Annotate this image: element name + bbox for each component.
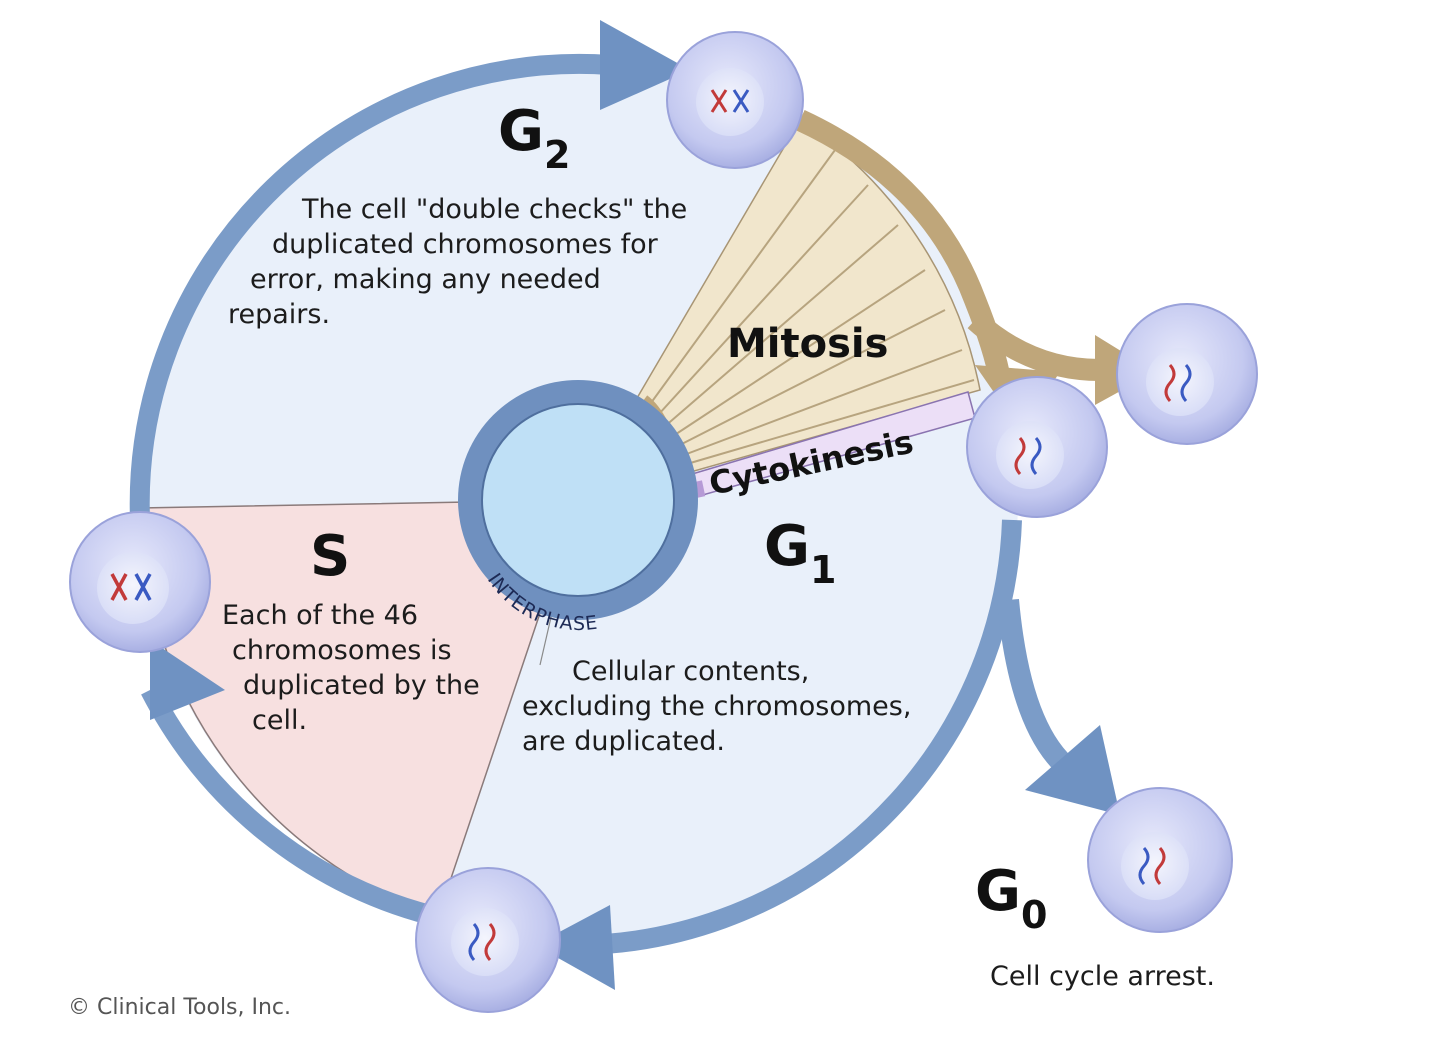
cycle-ring [129,53,1022,956]
mitosis-fan-lines [639,149,975,467]
svg-text:duplicated chromosomes for: duplicated chromosomes for [272,229,659,260]
g0-label: G0 [975,859,1047,937]
svg-text:duplicated by the: duplicated by the [243,670,480,701]
g1-label: G1 [764,514,836,592]
g0-description: Cell cycle arrest. [990,961,1215,992]
cell-daughter-1 [966,376,1108,518]
svg-text:Cellular contents,: Cellular contents, [572,656,809,687]
cell-g0 [1087,787,1233,933]
s-description: Each of the 46 chromosomes is duplicated… [222,600,480,736]
svg-text:Each of the 46: Each of the 46 [222,600,418,631]
interphase-core [481,403,675,597]
g2-label: G2 [498,99,570,177]
cell-daughter-2 [1116,303,1258,445]
svg-text:excluding the chromosomes,: excluding the chromosomes, [522,691,911,722]
g2-description: The cell "double checks" the duplicated … [228,194,687,330]
g1-description: Cellular contents, excluding the chromos… [522,656,911,757]
mitosis-label: Mitosis [727,321,888,367]
svg-text:The cell "double checks" the: The cell "double checks" the [301,194,687,225]
svg-text:error, making any needed: error, making any needed [250,264,601,295]
arrowhead-to-g1-cell [535,905,615,990]
g0-branch-arrow [997,598,1078,779]
cell-g1-bottom [415,867,561,1013]
svg-text:chromosomes is: chromosomes is [232,635,452,666]
arrowhead-to-s-cell [150,640,225,720]
cell-s [69,511,211,653]
svg-text:are duplicated.: are duplicated. [522,726,725,757]
svg-text:repairs.: repairs. [228,299,330,330]
svg-text:cell.: cell. [252,705,307,736]
s-label: S [310,524,350,589]
copyright-credit: © Clinical Tools, Inc. [68,995,291,1020]
arrowhead-to-g0-cell [1025,725,1120,815]
arrowhead-to-g2-cell [600,20,690,110]
cell-g2 [666,31,804,169]
